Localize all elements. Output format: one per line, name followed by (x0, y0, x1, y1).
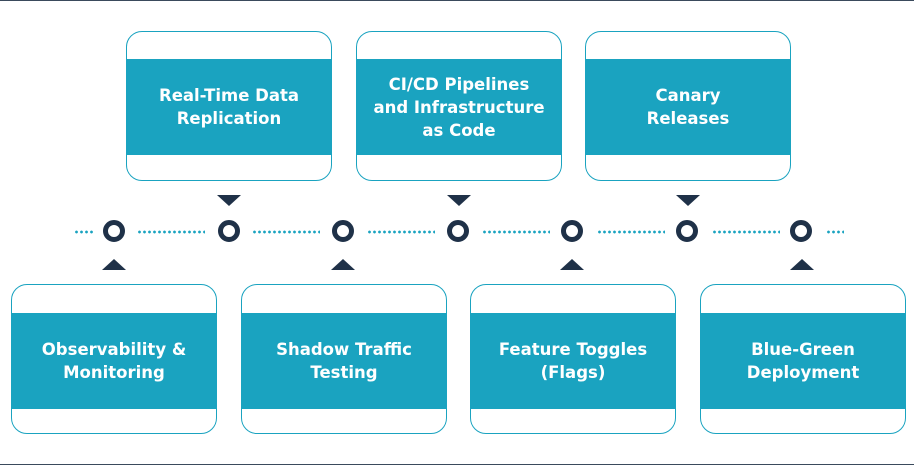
arrow-up-icon (790, 259, 814, 270)
timeline-dots (597, 230, 665, 234)
timeline-node-icon (332, 220, 354, 242)
card-label: CI/CD Pipelines and Infrastructure as Co… (357, 59, 561, 155)
bottom-border-line (0, 464, 914, 465)
timeline-node-icon (218, 220, 240, 242)
timeline-dots (74, 230, 94, 234)
timeline-dots (367, 230, 435, 234)
arrow-up-icon (331, 259, 355, 270)
top-border-line (0, 0, 914, 1)
card-shadow-traffic-testing: Shadow Traffic Testing (241, 284, 447, 434)
timeline-node-icon (103, 220, 125, 242)
timeline-node-icon (790, 220, 812, 242)
timeline-dots (482, 230, 550, 234)
card-label: Feature Toggles (Flags) (471, 313, 675, 409)
timeline-dots (252, 230, 320, 234)
card-label: Observability & Monitoring (12, 313, 216, 409)
timeline-node-icon (561, 220, 583, 242)
timeline-dots (137, 230, 205, 234)
card-blue-green-deployment: Blue-Green Deployment (700, 284, 906, 434)
card-ci-cd-pipelines: CI/CD Pipelines and Infrastructure as Co… (356, 31, 562, 181)
timeline-node-icon (447, 220, 469, 242)
card-real-time-data-replication: Real-Time Data Replication (126, 31, 332, 181)
card-observability-monitoring: Observability & Monitoring (11, 284, 217, 434)
card-label: Blue-Green Deployment (701, 313, 905, 409)
arrow-down-icon (217, 195, 241, 206)
timeline-node-icon (676, 220, 698, 242)
card-label: Real-Time Data Replication (127, 59, 331, 155)
arrow-down-icon (676, 195, 700, 206)
timeline-dots (826, 230, 844, 234)
arrow-up-icon (560, 259, 584, 270)
arrow-up-icon (102, 259, 126, 270)
card-canary-releases: Canary Releases (585, 31, 791, 181)
arrow-down-icon (447, 195, 471, 206)
card-feature-toggles: Feature Toggles (Flags) (470, 284, 676, 434)
timeline-dots (712, 230, 780, 234)
card-label: Canary Releases (586, 59, 790, 155)
card-label: Shadow Traffic Testing (242, 313, 446, 409)
